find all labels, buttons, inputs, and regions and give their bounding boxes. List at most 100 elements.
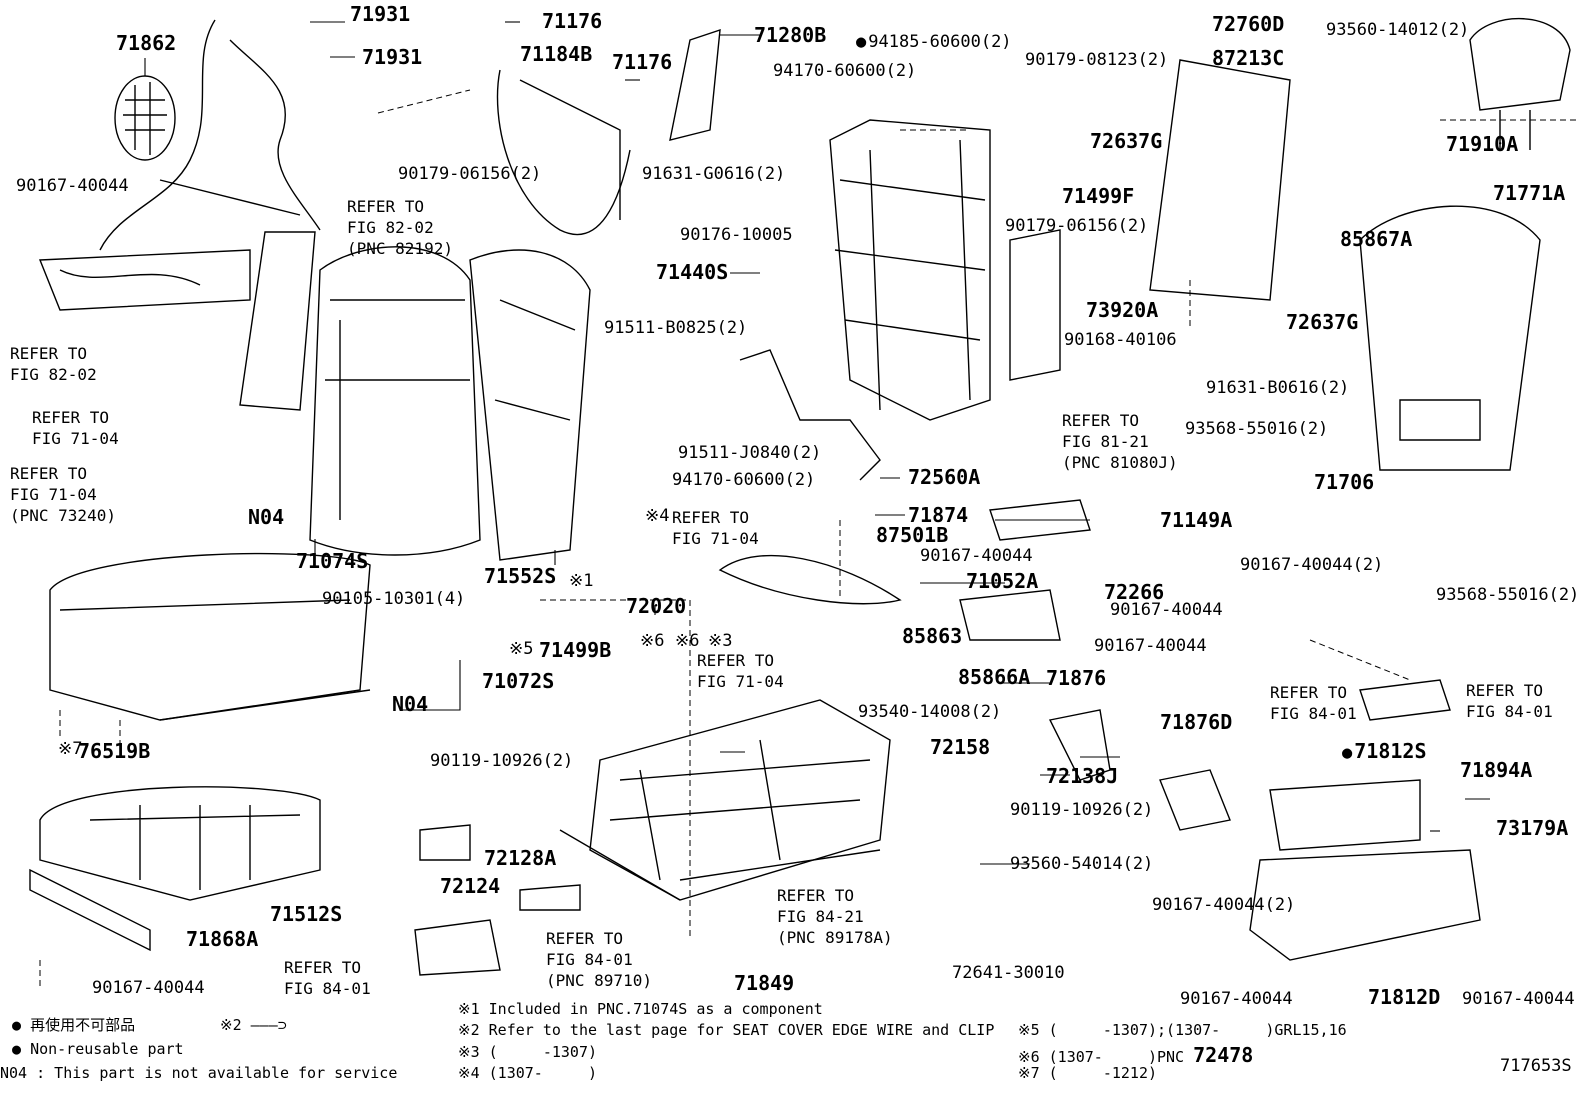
- part-71149a[interactable]: 71149A: [1160, 508, 1233, 532]
- part-72158[interactable]: 72158: [930, 735, 991, 759]
- part-90167-40044[interactable]: 90167-40044: [92, 978, 205, 998]
- part-90167-40044[interactable]: 90167-40044: [920, 546, 1033, 566]
- part-72020[interactable]: 72020: [626, 594, 687, 618]
- part-90179-06156[interactable]: 90179-06156(2): [1005, 216, 1149, 236]
- part-71812s[interactable]: 71812S: [1342, 741, 1426, 762]
- part-90167-40044[interactable]: 90167-40044: [1110, 600, 1223, 620]
- part-71176[interactable]: 71176: [542, 9, 603, 33]
- part-71440s[interactable]: 71440S: [656, 260, 729, 284]
- footnote-7: ※7 ( -1212): [1018, 1064, 1157, 1082]
- part-71552s[interactable]: 71552S: [484, 564, 557, 588]
- footnote-5: ※5 ( -1307);(1307- )GRL15,16: [1018, 1021, 1347, 1039]
- part-71849[interactable]: 71849: [734, 971, 795, 995]
- part-71874[interactable]: 71874: [908, 503, 969, 527]
- refer-to-fig-82-02[interactable]: REFER TO FIG 82-02 (PNC 82192): [347, 197, 453, 258]
- part-n04[interactable]: N04: [248, 505, 285, 529]
- side-shield-drawing: [1249, 779, 1481, 961]
- part-93560-54014[interactable]: 93560-54014(2): [1010, 854, 1154, 874]
- part-90119-10926[interactable]: 90119-10926(2): [1010, 800, 1154, 820]
- part-94185-60600[interactable]: 94185-60600(2): [856, 34, 1011, 51]
- part-72637g[interactable]: 72637G: [1286, 310, 1359, 334]
- refer-to-fig-71-04[interactable]: REFER TO FIG 71-04: [672, 508, 759, 548]
- part-93568-55016[interactable]: 93568-55016(2): [1436, 585, 1580, 605]
- part-90179-06156[interactable]: 90179-06156(2): [398, 164, 542, 184]
- part-91631-g0616[interactable]: 91631-G0616(2): [642, 164, 786, 184]
- part-71499b[interactable]: 71499B: [539, 638, 612, 662]
- seatback-cover-71862-drawing: [114, 75, 176, 161]
- refer-to-fig-71-04[interactable]: REFER TO FIG 71-04 (PNC 73240): [10, 464, 116, 525]
- part-91631-b0616[interactable]: 91631-B0616(2): [1206, 378, 1350, 398]
- footnote-4: ※4 (1307- ): [458, 1064, 597, 1082]
- part-90167-40044[interactable]: 90167-40044: [1094, 636, 1207, 656]
- part-71931[interactable]: 71931: [350, 2, 411, 26]
- part-87213c[interactable]: 87213C: [1212, 46, 1285, 70]
- part-71862[interactable]: 71862: [116, 31, 177, 55]
- part-90119-10926[interactable]: 90119-10926(2): [430, 751, 574, 771]
- part-93540-14008[interactable]: 93540-14008(2): [858, 702, 1002, 722]
- part-72138j[interactable]: 72138J: [1046, 764, 1119, 788]
- refer-to-fig-84-01[interactable]: REFER TO FIG 84-01: [1466, 681, 1553, 721]
- part-71868a[interactable]: 71868A: [186, 927, 259, 951]
- part-71499f[interactable]: 71499F: [1062, 184, 1135, 208]
- refer-to-fig-84-01[interactable]: REFER TO FIG 84-01 (PNC 89710): [546, 929, 652, 990]
- part-n04[interactable]: N04: [392, 692, 429, 716]
- part-85867a[interactable]: 85867A: [1340, 227, 1413, 251]
- part-93560-14012[interactable]: 93560-14012(2): [1326, 20, 1470, 40]
- part-90176-10005[interactable]: 90176-10005: [680, 225, 793, 245]
- part-71072s[interactable]: 71072S: [482, 669, 555, 693]
- part-94170-60600[interactable]: 94170-60600(2): [672, 470, 816, 490]
- part-73920a[interactable]: 73920A: [1086, 298, 1159, 322]
- part-85866a[interactable]: 85866A: [958, 665, 1031, 689]
- part-72760d[interactable]: 72760D: [1212, 12, 1285, 36]
- part-87501b[interactable]: 87501B: [876, 523, 949, 547]
- part-71184b[interactable]: 71184B: [520, 42, 593, 66]
- legend-mark2: ※2 ———⊃: [220, 1018, 287, 1033]
- part-72128a[interactable]: 72128A: [484, 846, 557, 870]
- part-71910a[interactable]: 71910A: [1446, 132, 1519, 156]
- refer-to-fig-84-21[interactable]: REFER TO FIG 84-21 (PNC 89178A): [777, 886, 893, 947]
- refer-to-fig-71-04[interactable]: REFER TO FIG 71-04: [32, 408, 119, 448]
- part-72641-30010[interactable]: 72641-30010: [952, 963, 1065, 983]
- seat-switch-drawing: [1359, 679, 1451, 721]
- refer-to-fig-84-01[interactable]: REFER TO FIG 84-01: [284, 958, 371, 998]
- part-71074s[interactable]: 71074S: [296, 549, 369, 573]
- refer-to-fig-82-02[interactable]: REFER TO FIG 82-02: [10, 344, 97, 384]
- part-90167-40044[interactable]: 90167-40044: [1462, 989, 1575, 1009]
- part-90179-08123[interactable]: 90179-08123(2): [1025, 50, 1169, 70]
- legend-n04: N04 : This part is not available for ser…: [0, 1064, 398, 1082]
- part-71176[interactable]: 71176: [612, 50, 673, 74]
- part-71512s[interactable]: 71512S: [270, 902, 343, 926]
- part-72560a[interactable]: 72560A: [908, 465, 981, 489]
- part-76519b[interactable]: 76519B: [78, 739, 151, 763]
- refer-to-fig-81-21[interactable]: REFER TO FIG 81-21 (PNC 81080J): [1062, 411, 1178, 472]
- part-72124[interactable]: 72124: [440, 874, 501, 898]
- part-93568-55016[interactable]: 93568-55016(2): [1185, 419, 1329, 439]
- part-90167-40044[interactable]: 90167-40044: [16, 176, 129, 196]
- part-90105-10301[interactable]: 90105-10301(4): [322, 589, 466, 609]
- edge-wire-clip-icon: ———⊃: [250, 1016, 287, 1034]
- part-72266[interactable]: 72266: [1104, 580, 1165, 604]
- part-73179a[interactable]: 73179A: [1496, 816, 1569, 840]
- refer-to-fig-71-04[interactable]: REFER TO FIG 71-04: [697, 651, 784, 691]
- part-72637g[interactable]: 72637G: [1090, 129, 1163, 153]
- part-71280b[interactable]: 71280B: [754, 23, 827, 47]
- part-71706[interactable]: 71706: [1314, 470, 1375, 494]
- part-71771a[interactable]: 71771A: [1493, 181, 1566, 205]
- part-71812d[interactable]: 71812D: [1368, 985, 1441, 1009]
- part-71876[interactable]: 71876: [1046, 666, 1107, 690]
- part-71894a[interactable]: 71894A: [1460, 758, 1533, 782]
- part-90168-40106[interactable]: 90168-40106: [1064, 330, 1177, 350]
- part-71876d[interactable]: 71876D: [1160, 710, 1233, 734]
- refer-to-fig-84-01[interactable]: REFER TO FIG 84-01: [1270, 683, 1357, 723]
- part-71931[interactable]: 71931: [362, 45, 423, 69]
- part-71052a[interactable]: 71052A: [966, 569, 1039, 593]
- part-90167-40044[interactable]: 90167-40044(2): [1152, 895, 1296, 915]
- part-91511-j0840[interactable]: 91511-J0840(2): [678, 443, 822, 463]
- small-bracket-drawings: [959, 499, 1231, 831]
- part-72478[interactable]: 72478: [1193, 1043, 1254, 1067]
- part-90167-40044[interactable]: 90167-40044: [1180, 989, 1293, 1009]
- part-91511-b0825[interactable]: 91511-B0825(2): [604, 318, 748, 338]
- part-90167-40044[interactable]: 90167-40044(2): [1240, 555, 1384, 575]
- part-85863[interactable]: 85863: [902, 624, 963, 648]
- part-94170-60600[interactable]: 94170-60600(2): [773, 61, 917, 81]
